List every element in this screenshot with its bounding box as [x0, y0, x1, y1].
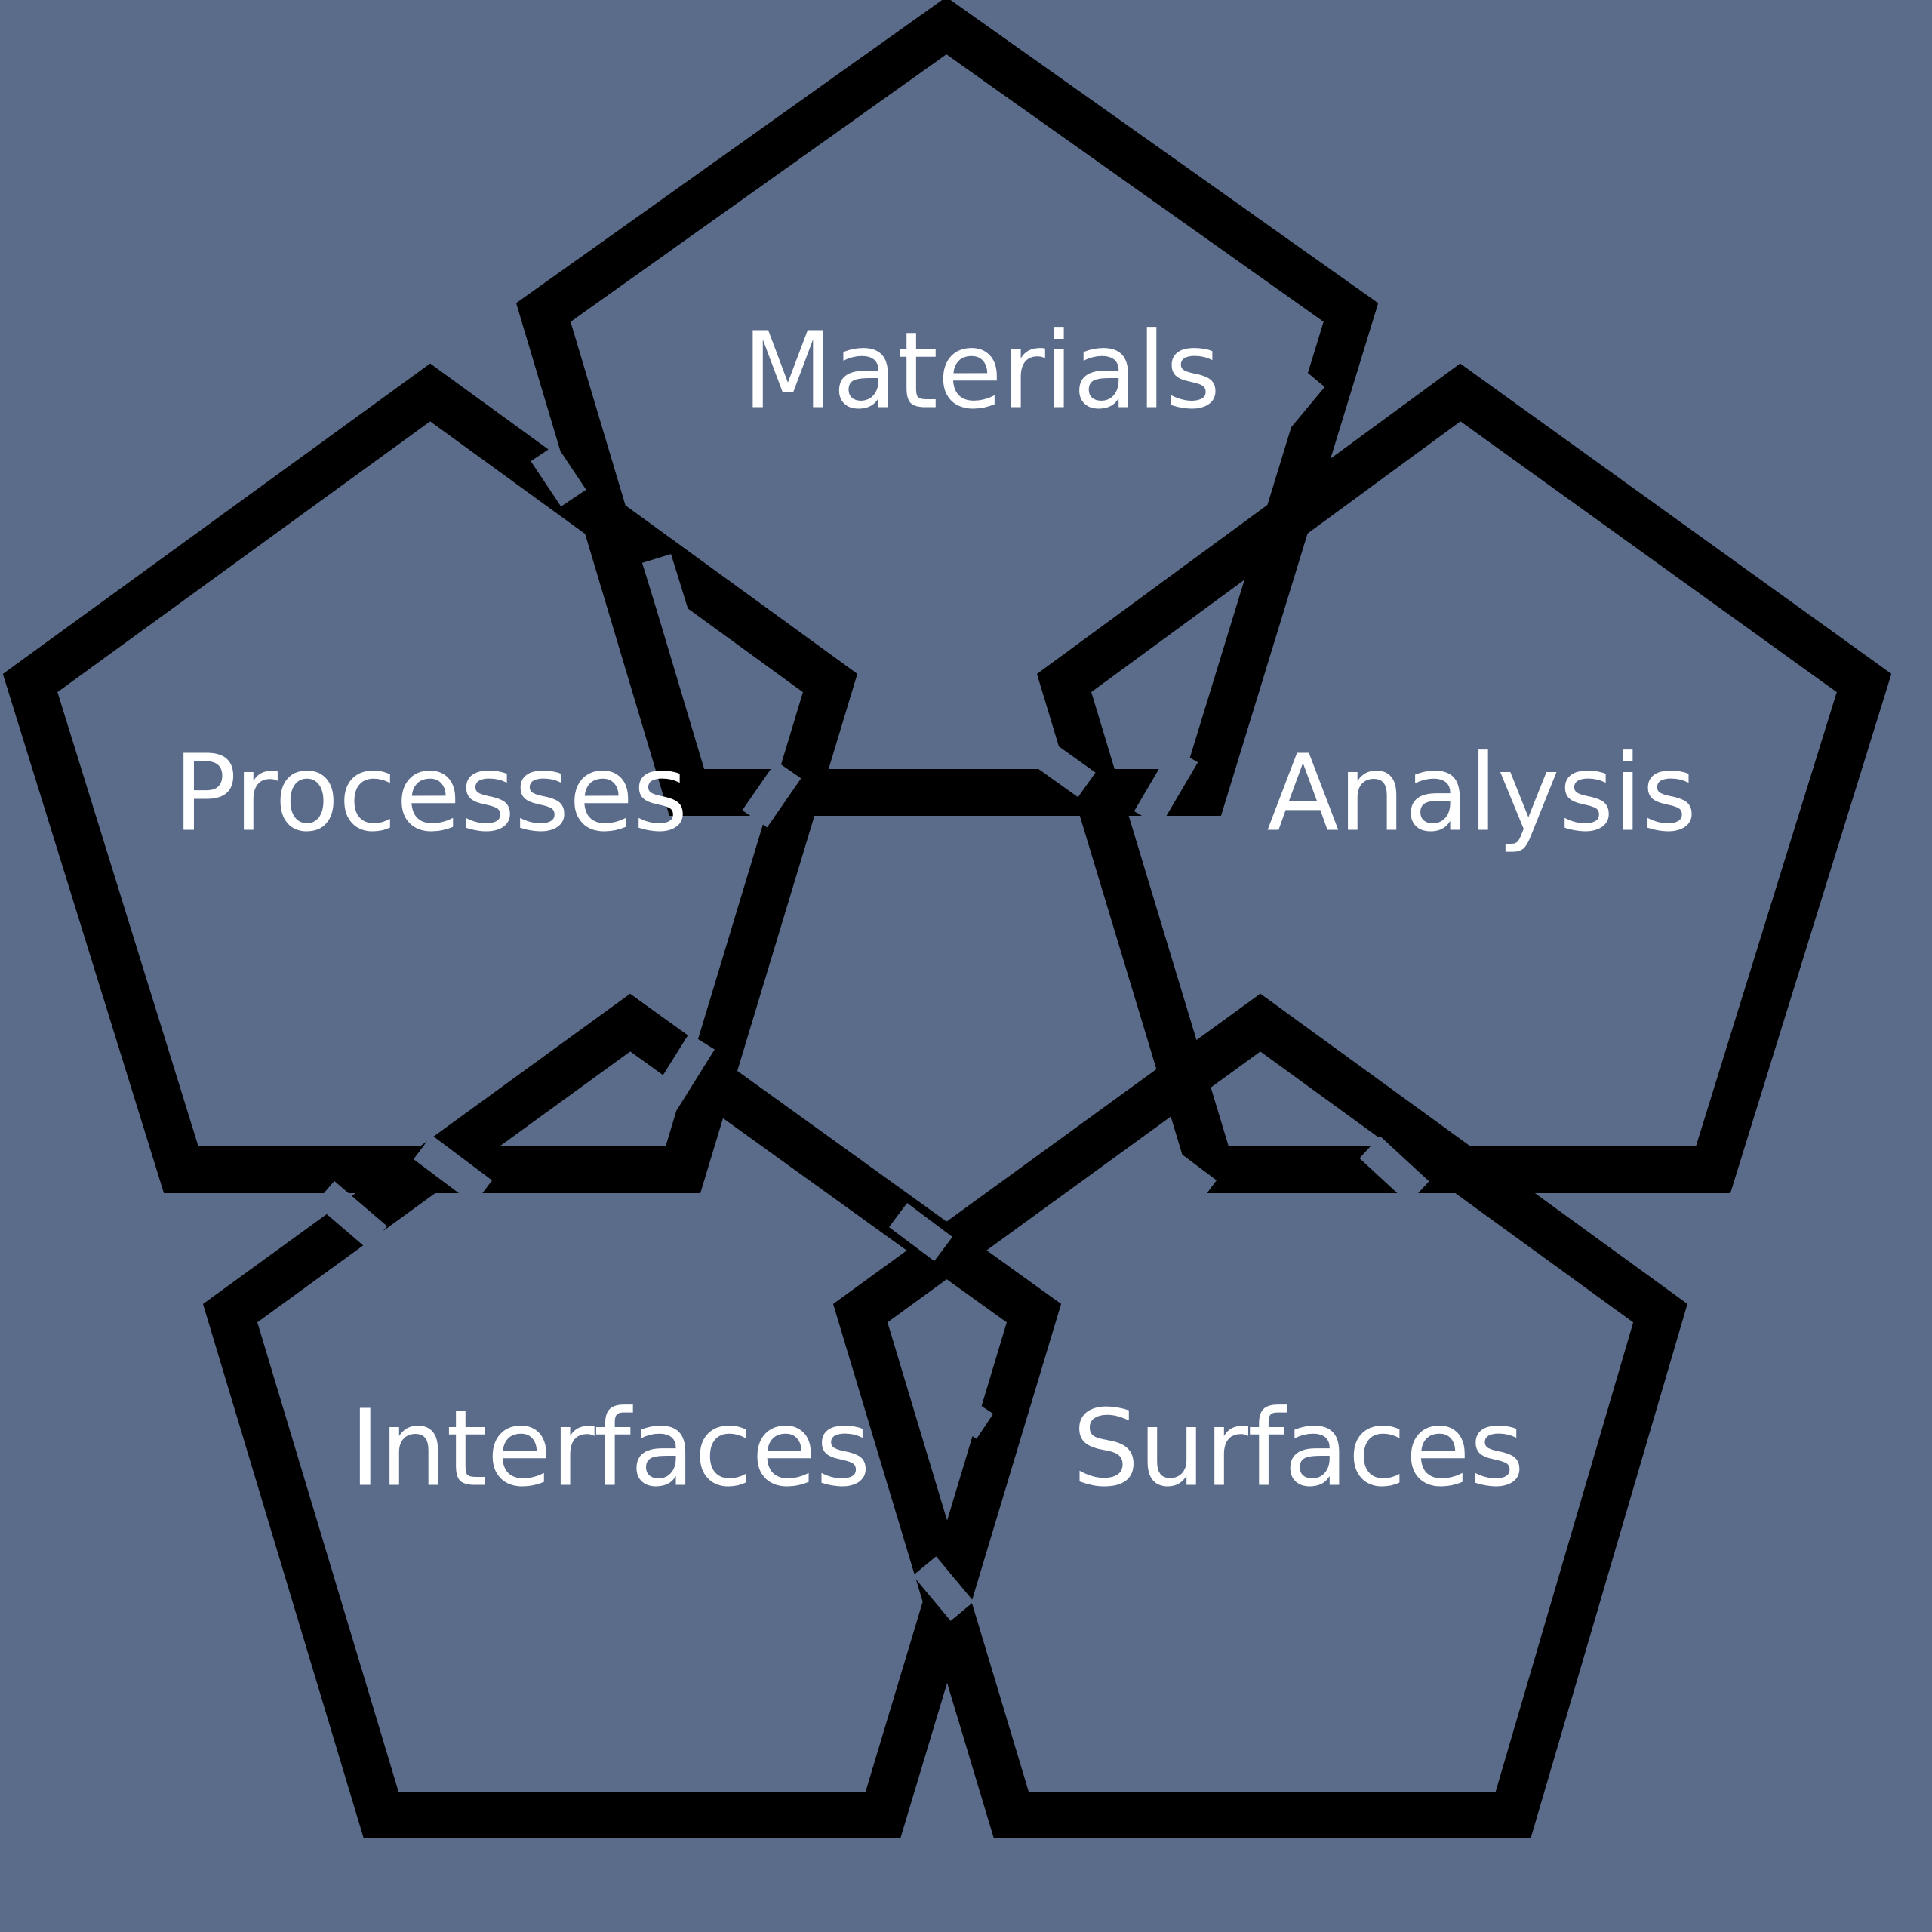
weave-gaps: [314, 368, 1429, 1621]
label-materials: Materials: [742, 309, 1221, 433]
label-processes: Processes: [173, 732, 688, 856]
label-analysis: Analysis: [1266, 732, 1697, 856]
label-surfaces: Surfaces: [1072, 1387, 1524, 1511]
pentagon-surfaces: [832, 993, 1687, 1838]
pentagon-materials: [515, 0, 1379, 816]
label-interfaces: Interfaces: [349, 1387, 871, 1511]
